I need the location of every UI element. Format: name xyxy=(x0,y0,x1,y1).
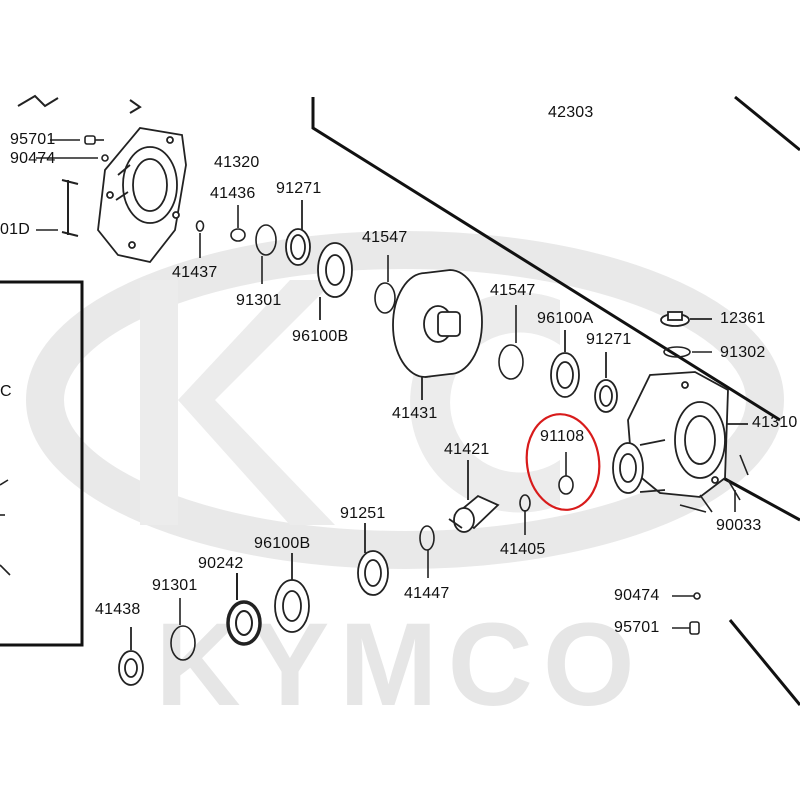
label-01D: 01D xyxy=(0,221,30,238)
screws-right xyxy=(672,592,701,635)
label-95701-right: 95701 xyxy=(614,619,660,636)
oring-41547-a xyxy=(374,255,396,314)
bearing-96100B-top xyxy=(317,242,353,320)
oring-41447 xyxy=(419,525,435,578)
bearing-96100A xyxy=(550,330,580,398)
label-91301-top: 91301 xyxy=(236,292,282,309)
label-41447: 41447 xyxy=(404,585,450,602)
label-91108: 91108 xyxy=(540,428,585,445)
seal-91271-top xyxy=(285,200,311,266)
pin-41437 xyxy=(195,220,205,258)
label-90474-right: 90474 xyxy=(614,587,660,604)
plug-12361 xyxy=(660,311,712,327)
label-41320: 41320 xyxy=(214,154,260,171)
label-91271-top: 91271 xyxy=(276,180,322,197)
label-95701-top: 95701 xyxy=(10,131,56,148)
label-42303: 42303 xyxy=(548,104,594,121)
label-91271-right: 91271 xyxy=(586,331,632,348)
washer-41438 xyxy=(118,627,144,686)
label-41431: 41431 xyxy=(392,405,438,422)
clip-41405 xyxy=(519,494,531,535)
oring-41547-b xyxy=(498,305,524,380)
watermark-logo xyxy=(26,231,784,569)
label-41405: 41405 xyxy=(500,541,546,558)
top-left-fragment xyxy=(17,94,142,237)
label-96100A: 96100A xyxy=(537,310,594,327)
label-96100B-top: 96100B xyxy=(292,328,349,345)
watermark-logo-inner xyxy=(140,280,560,525)
pinion-41421 xyxy=(448,460,500,533)
highlight-circle-91108 xyxy=(525,413,601,511)
oring-91301-top xyxy=(255,224,277,284)
seal-90242 xyxy=(226,573,262,646)
label-41436: 41436 xyxy=(210,185,256,202)
frame-lines xyxy=(0,95,800,706)
ring-gear-41431 xyxy=(392,269,483,400)
label-12361: 12361 xyxy=(720,310,766,327)
studs-90033 xyxy=(679,454,749,513)
label-left-c: C xyxy=(0,383,12,400)
bearing-96100B-bottom xyxy=(274,553,310,633)
label-90474-top: 90474 xyxy=(10,150,56,167)
label-96100B-bottom: 96100B xyxy=(254,535,311,552)
label-41437: 41437 xyxy=(172,264,218,281)
label-41438: 41438 xyxy=(95,601,141,618)
oring-91302 xyxy=(663,346,712,358)
nut-91108 xyxy=(558,452,574,495)
label-41310: 41310 xyxy=(752,414,798,431)
left-fragments xyxy=(0,139,98,576)
label-41547-a: 41547 xyxy=(362,229,408,246)
seal-91271-right xyxy=(594,352,618,413)
oring-91301-bottom xyxy=(170,598,196,661)
label-91301-bottom: 91301 xyxy=(152,577,198,594)
cover-housing-41320 xyxy=(97,127,187,264)
label-41547-b: 41547 xyxy=(490,282,536,299)
label-90242: 90242 xyxy=(198,555,244,572)
label-41421: 41421 xyxy=(444,441,490,458)
cap-41436 xyxy=(230,205,246,242)
label-91302: 91302 xyxy=(720,344,766,361)
screw-95701-top xyxy=(84,135,109,162)
label-91251: 91251 xyxy=(340,505,386,522)
label-90033: 90033 xyxy=(716,517,762,534)
seal-91251 xyxy=(357,523,389,596)
housing-41310 xyxy=(612,371,748,498)
